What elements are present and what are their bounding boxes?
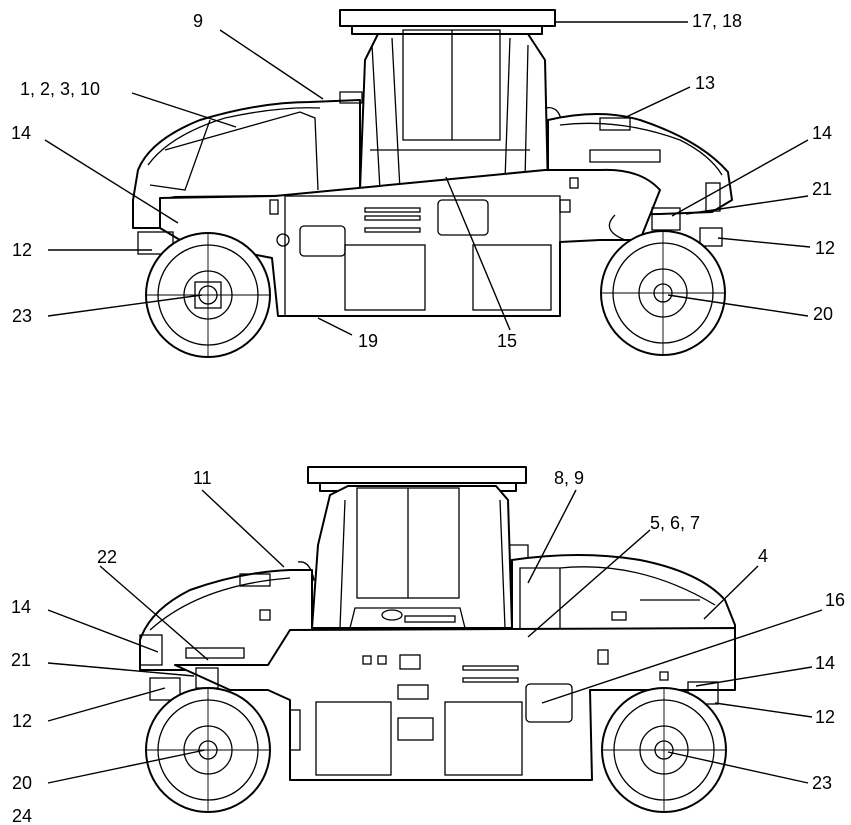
callout-top-12-left: 12 <box>12 240 32 260</box>
callout-bottom-14-right: 14 <box>815 653 835 673</box>
top-cab <box>359 33 549 191</box>
callout-bottom-12-left: 12 <box>12 711 32 731</box>
callout-bottom-8-9: 8, 9 <box>554 468 584 488</box>
callout-top-14-right: 14 <box>812 123 832 143</box>
callout-labels: 9 17, 18 1, 2, 3, 10 13 14 14 21 12 12 2… <box>11 11 845 825</box>
bottom-roof <box>307 466 527 484</box>
callout-top-19: 19 <box>358 331 378 351</box>
callout-bottom-23: 23 <box>812 773 832 793</box>
callout-top-15: 15 <box>497 331 517 351</box>
bottom-right-wheel <box>601 687 727 813</box>
top-rear-wheel <box>145 232 271 358</box>
callout-bottom-5-6-7: 5, 6, 7 <box>650 513 700 533</box>
callout-bottom-14-left: 14 <box>11 597 31 617</box>
callout-top-14-left: 14 <box>11 123 31 143</box>
callout-bottom-12-right: 12 <box>815 707 835 727</box>
top-roof <box>339 9 556 27</box>
callout-bottom-11: 11 <box>193 468 212 488</box>
callout-bottom-21: 21 <box>11 650 31 670</box>
callout-top-12-right: 12 <box>815 238 835 258</box>
callout-bottom-4: 4 <box>758 546 768 566</box>
bottom-hood <box>511 554 736 649</box>
callout-top-13: 13 <box>695 73 715 93</box>
bottom-left-wheel <box>145 687 271 813</box>
callout-bottom-16: 16 <box>825 590 845 610</box>
bottom-chassis <box>174 627 736 781</box>
machine-bottom-view <box>139 466 736 813</box>
callout-bottom-22: 22 <box>97 547 117 567</box>
callout-bottom-20: 20 <box>12 773 32 793</box>
callout-bottom-24: 24 <box>12 806 32 825</box>
callout-top-17-18: 17, 18 <box>692 11 742 31</box>
bottom-cab <box>311 485 513 629</box>
callout-top-20: 20 <box>813 304 833 324</box>
callout-top-1-2-3-10: 1, 2, 3, 10 <box>20 79 100 99</box>
leader-lines <box>44 21 823 784</box>
callout-top-9: 9 <box>193 11 203 31</box>
top-front-wheel <box>600 230 726 356</box>
callout-top-23: 23 <box>12 306 32 326</box>
machine-top-view <box>132 9 733 358</box>
callout-top-21: 21 <box>812 179 832 199</box>
